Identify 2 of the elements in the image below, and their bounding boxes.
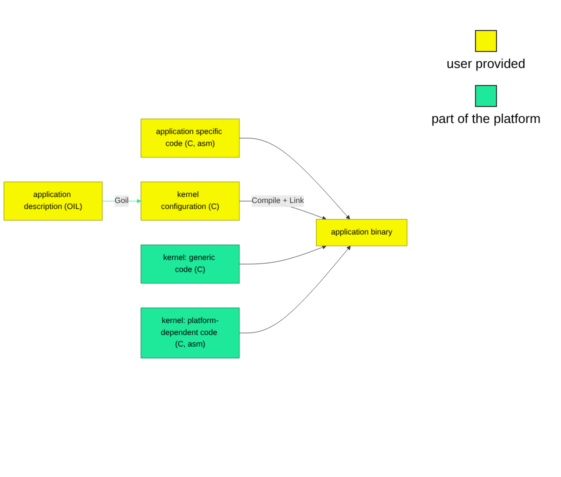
- legend-label: user provided: [446, 56, 526, 71]
- legend-label: part of the platform: [431, 111, 541, 126]
